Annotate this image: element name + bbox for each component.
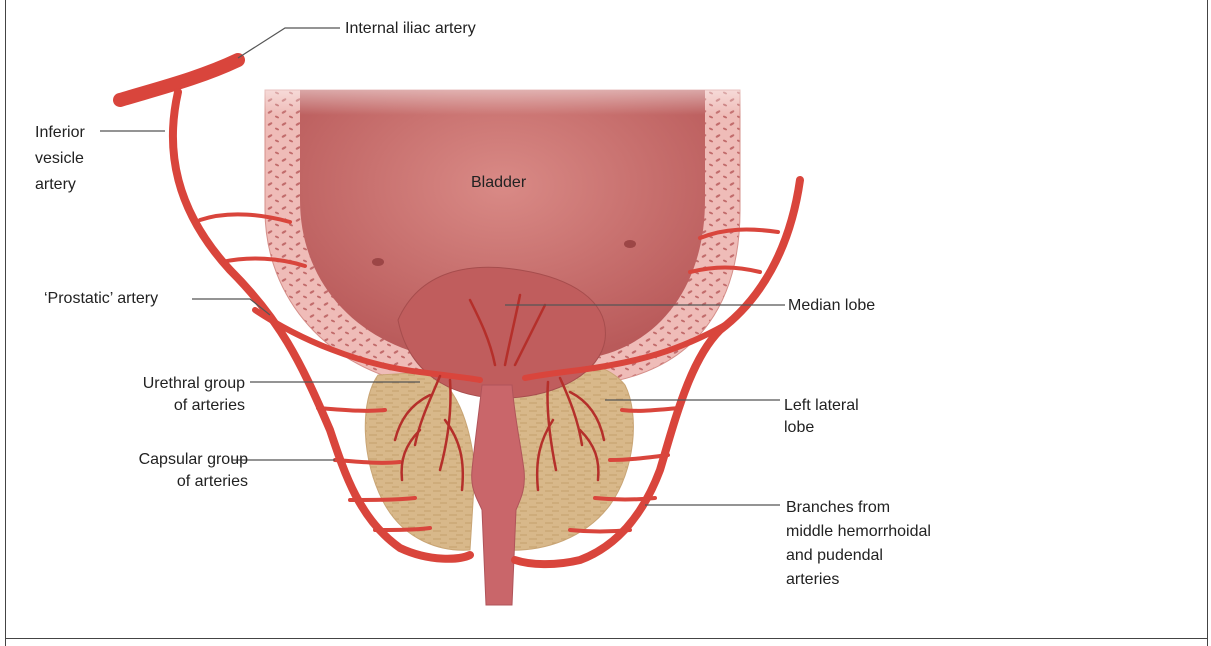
leader-internal-iliac: [238, 28, 340, 58]
label-branches-from-hemorrhoidal-pudendal: Branches from middle hemorrhoidal and pu…: [786, 496, 931, 592]
left-ureteric-orifice: [372, 258, 384, 266]
label-prostatic-artery: ‘Prostatic’ artery: [44, 288, 158, 310]
label-capsular-group: Capsular group of arteries: [80, 449, 248, 493]
label-internal-iliac-artery: Internal iliac artery: [345, 18, 476, 40]
label-urethral-group: Urethral group of arteries: [90, 373, 245, 417]
label-inferior-vesicle-artery: Inferior vesicle artery: [35, 120, 85, 198]
top-fade: [255, 60, 755, 115]
label-bladder: Bladder: [471, 172, 526, 194]
right-ureteric-orifice: [624, 240, 636, 248]
label-median-lobe: Median lobe: [788, 295, 875, 317]
label-left-lateral-lobe: Left lateral lobe: [784, 395, 859, 439]
